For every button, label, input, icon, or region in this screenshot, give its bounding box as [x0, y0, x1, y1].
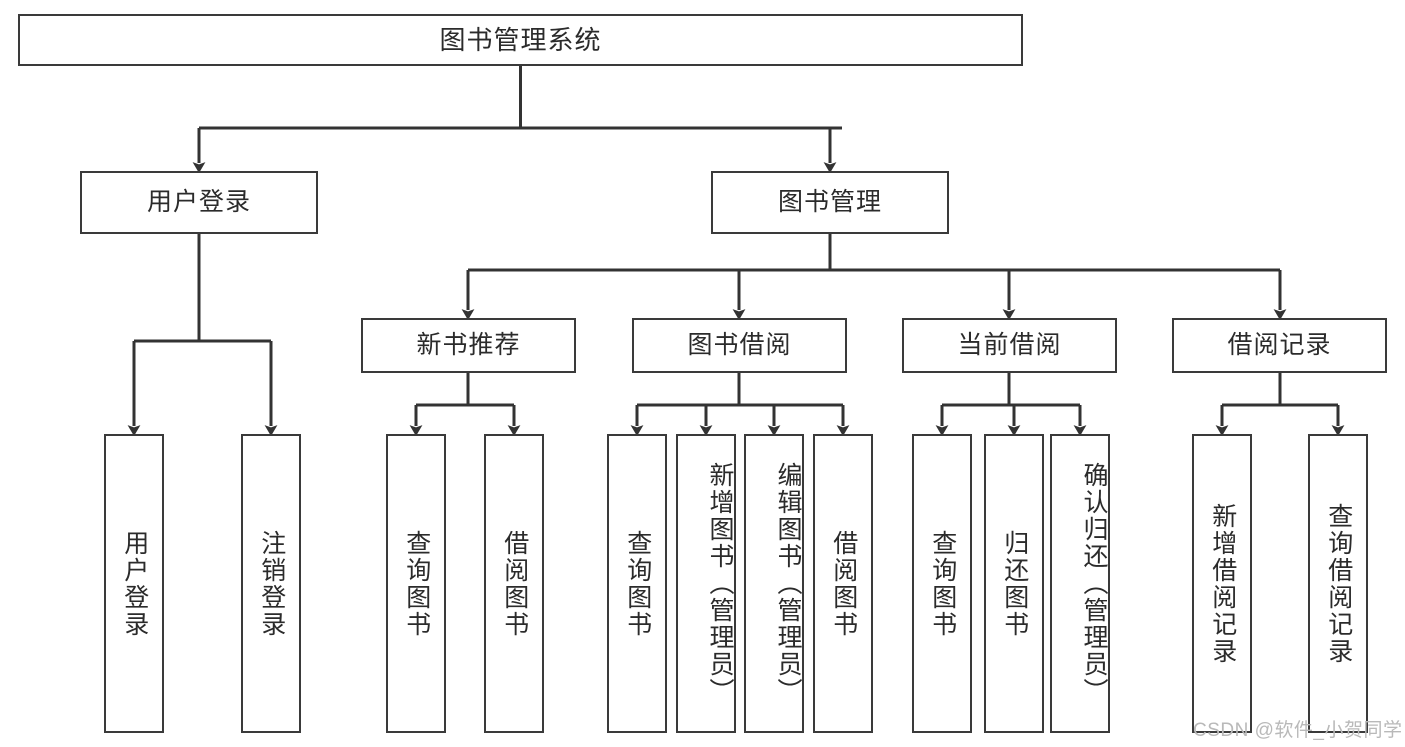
node-leaf-edit-book-label: 编辑图书（管理员）: [774, 462, 802, 705]
node-leaf-user-login[interactable]: 用户登录: [104, 434, 164, 733]
node-leaf-user-login-label: 用户登录: [120, 529, 149, 638]
node-leaf-edit-book[interactable]: 编辑图书（管理员）: [744, 434, 804, 733]
node-root[interactable]: 图书管理系统: [18, 14, 1023, 66]
node-leaf-query-record-label: 查询借阅记录: [1324, 502, 1353, 665]
node-leaf-confirm-return[interactable]: 确认归还（管理员）: [1050, 434, 1110, 733]
node-new-book-rec[interactable]: 新书推荐: [361, 318, 576, 373]
node-leaf-query-book-3[interactable]: 查询图书: [912, 434, 972, 733]
node-root-label: 图书管理系统: [439, 24, 602, 55]
node-leaf-return-book-label: 归还图书: [1000, 529, 1029, 638]
node-leaf-add-book[interactable]: 新增图书（管理员）: [676, 434, 736, 733]
node-leaf-borrow-book-1-label: 借阅图书: [500, 529, 529, 638]
node-new-book-rec-label: 新书推荐: [416, 330, 521, 359]
node-leaf-add-record-label: 新增借阅记录: [1208, 502, 1237, 665]
node-leaf-query-book-2[interactable]: 查询图书: [607, 434, 667, 733]
node-leaf-query-record[interactable]: 查询借阅记录: [1308, 434, 1368, 733]
node-book-borrow[interactable]: 图书借阅: [632, 318, 847, 373]
node-leaf-logout[interactable]: 注销登录: [241, 434, 301, 733]
node-leaf-borrow-book-2[interactable]: 借阅图书: [813, 434, 873, 733]
node-leaf-add-book-label: 新增图书（管理员）: [706, 462, 734, 705]
node-leaf-query-book-1[interactable]: 查询图书: [386, 434, 446, 733]
node-leaf-borrow-book-1[interactable]: 借阅图书: [484, 434, 544, 733]
node-leaf-return-book[interactable]: 归还图书: [984, 434, 1044, 733]
node-current-borrow-label: 当前借阅: [957, 330, 1062, 359]
node-book-manage[interactable]: 图书管理: [711, 171, 949, 234]
node-current-borrow[interactable]: 当前借阅: [902, 318, 1117, 373]
node-borrow-record-label: 借阅记录: [1227, 330, 1332, 359]
node-leaf-borrow-book-2-label: 借阅图书: [829, 529, 858, 638]
node-leaf-query-book-3-label: 查询图书: [928, 529, 957, 638]
node-leaf-confirm-return-label: 确认归还（管理员）: [1080, 462, 1108, 705]
node-borrow-record[interactable]: 借阅记录: [1172, 318, 1387, 373]
csdn-watermark: CSDN @软件_小贺同学: [1193, 720, 1403, 741]
node-user-login-label: 用户登录: [146, 187, 251, 216]
node-leaf-query-book-1-label: 查询图书: [402, 529, 431, 638]
node-book-manage-label: 图书管理: [777, 187, 882, 216]
node-leaf-logout-label: 注销登录: [257, 529, 286, 638]
node-book-borrow-label: 图书借阅: [687, 330, 792, 359]
node-user-login[interactable]: 用户登录: [80, 171, 318, 234]
node-leaf-query-book-2-label: 查询图书: [623, 529, 652, 638]
node-leaf-add-record[interactable]: 新增借阅记录: [1192, 434, 1252, 733]
